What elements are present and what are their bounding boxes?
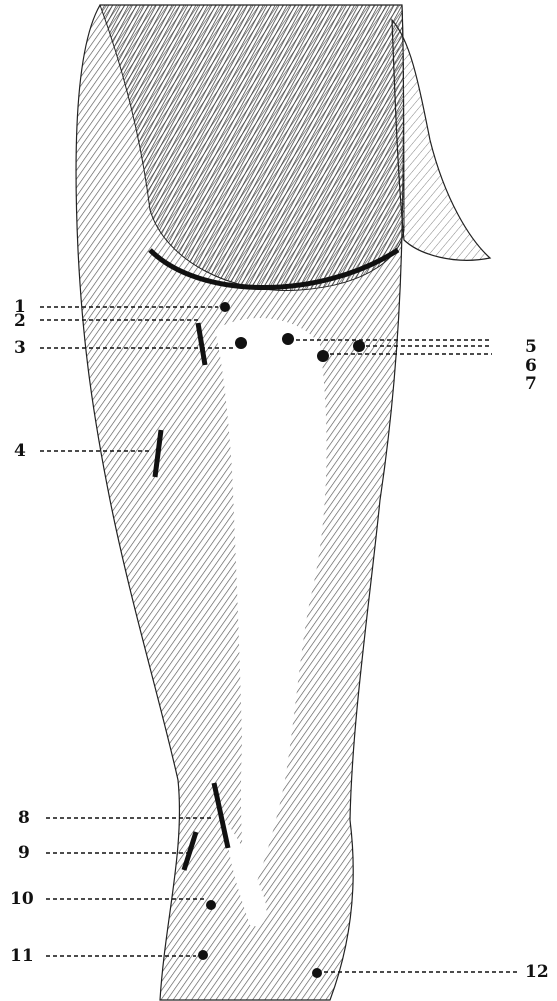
marker-label: 11 (10, 946, 34, 966)
leg-illustration (76, 5, 490, 1000)
marker-point (353, 340, 365, 352)
marker-label: 10 (10, 889, 34, 909)
marker-label: 12 (525, 962, 549, 982)
marker-point (317, 350, 329, 362)
marker-label: 5 (525, 337, 537, 357)
marker-point (206, 900, 216, 910)
marker-label: 9 (18, 843, 30, 863)
marker-label: 6 (525, 356, 537, 376)
marker-label: 2 (14, 311, 26, 331)
marker-label: 4 (14, 441, 26, 461)
marker-point (235, 337, 247, 349)
marker-point (198, 950, 208, 960)
marker-label: 3 (14, 338, 26, 358)
marker-label: 7 (525, 374, 537, 394)
marker-label: 8 (18, 808, 30, 828)
marker-point (312, 968, 322, 978)
drape-flap (392, 20, 490, 260)
marker-point (282, 333, 294, 345)
marker-point (220, 302, 230, 312)
